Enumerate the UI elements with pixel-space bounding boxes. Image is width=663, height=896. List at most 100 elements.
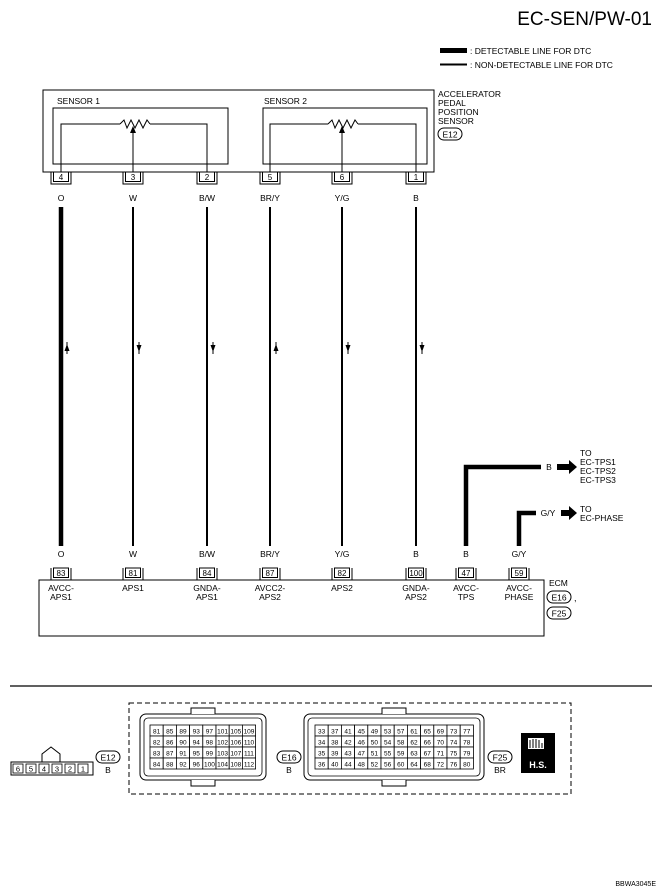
- wire-color-bottom: B/W: [199, 549, 215, 559]
- ecm-pin-84-number: 84: [203, 569, 212, 578]
- f25-pin-number: 68: [424, 762, 432, 769]
- ecm-box: [38, 579, 545, 637]
- ecm-pin-87-number: 87: [266, 569, 275, 578]
- ecm-terminal-label: TPS: [458, 592, 475, 602]
- e12-pin-number: 4: [42, 765, 46, 774]
- ecm-terminal-label: APS1: [196, 592, 218, 602]
- wire-color-bottom: BR/Y: [260, 549, 280, 559]
- destination-label: EC-PHASE: [580, 513, 624, 523]
- f25-pin-number: 40: [331, 762, 339, 769]
- footer-code: BBWA3045E: [615, 881, 656, 888]
- sensor-outer-box: [42, 89, 435, 173]
- sensor-name-line-1: ACCELERATOR: [438, 89, 501, 99]
- sensor1-left-lead: [60, 123, 120, 176]
- f25-pin-number: 33: [318, 729, 326, 736]
- e12-pin-cell: [25, 763, 37, 774]
- sensor-name-line-4: SENSOR: [438, 116, 474, 126]
- e12-pin-cell: [38, 763, 50, 774]
- f25-pin-number: 66: [424, 740, 432, 747]
- wire-color-bottom: Y/G: [335, 549, 350, 559]
- hand-icon: [528, 738, 544, 749]
- e12-color: B: [105, 765, 111, 775]
- e16-pin-number: 90: [179, 740, 187, 747]
- wire-color-bottom: O: [58, 549, 65, 559]
- f25-pin-number: 46: [358, 740, 366, 747]
- wire-line: [516, 510, 536, 546]
- ecm-terminal-label: GNDA-: [402, 583, 430, 593]
- ecm-terminal-label: APS1: [122, 583, 144, 593]
- sensor-pin-4: 4: [50, 171, 72, 185]
- harness-side-text: H.S.: [529, 760, 547, 770]
- e12-pin-number: 2: [68, 765, 72, 774]
- harness-side-badge: H.S.: [521, 733, 555, 773]
- wire-color-route: G/Y: [541, 508, 556, 518]
- sensor2-left-lead: [269, 123, 328, 176]
- e16-pin-number: 92: [179, 762, 187, 769]
- f25-pin-number: 36: [318, 762, 326, 769]
- e12-pin-cell: [77, 763, 89, 774]
- f25-pin-number: 76: [450, 762, 458, 769]
- f25-pin-number: 38: [331, 740, 339, 747]
- f25-pin-number: 61: [410, 729, 418, 736]
- f25-pin-number: 75: [450, 751, 458, 758]
- ecm-terminal-label: APS2: [405, 592, 427, 602]
- e16-latch-top: [190, 707, 216, 714]
- wire-color-top: B/W: [199, 193, 215, 203]
- e16-pin-number: 109: [244, 729, 255, 736]
- e16-pin-number: 110: [244, 740, 255, 747]
- e16-pin-number: 94: [193, 740, 201, 747]
- e16-pin-number: 101: [217, 729, 228, 736]
- f25-pin-number: 62: [410, 740, 418, 747]
- f25-pin-number: 50: [371, 740, 379, 747]
- accelerator-pedal-position-sensor: SENSOR 1 SENSOR 2 ACCELERATOR PEDAL POSI…: [42, 89, 501, 176]
- legend-nondetectable-text: : NON-DETECTABLE LINE FOR DTC: [470, 60, 613, 70]
- ecm-terminal-label: AVCC-: [453, 583, 479, 593]
- e12-pin-number: 1: [81, 765, 85, 774]
- sensor-connector-code: E12: [442, 130, 457, 140]
- e16-pin-number: 108: [230, 762, 241, 769]
- signal-direction-arrow: [136, 345, 142, 352]
- signal-direction-arrow: [419, 345, 425, 352]
- wire-color-top: BR/Y: [260, 193, 280, 203]
- sensor1-box: [52, 107, 229, 165]
- f25-pin-number: 73: [450, 729, 458, 736]
- f25-pin-number: 71: [437, 751, 445, 758]
- e16-pin-number: 107: [230, 751, 241, 758]
- f25-pin-number: 47: [358, 751, 366, 758]
- ecm-pin-82-number: 82: [338, 569, 347, 578]
- e12-code: E12: [100, 753, 115, 763]
- e16-pin-number: 112: [244, 762, 255, 769]
- f25-pin-number: 39: [331, 751, 339, 758]
- e12-pin-number: 5: [29, 765, 33, 774]
- f25-pin-number: 78: [463, 740, 471, 747]
- f25-color: BR: [494, 765, 506, 775]
- e16-pin-number: 97: [206, 729, 214, 736]
- f25-pin-number: 43: [344, 751, 352, 758]
- destination-label: EC-TPS1: [580, 457, 616, 467]
- wire-color-top: B: [413, 193, 419, 203]
- ecm-pin-87: 87: [259, 567, 281, 581]
- f25-latch-bottom: [381, 780, 407, 787]
- ecm-pin-47: 47: [455, 567, 477, 581]
- e16-pin-number: 89: [179, 729, 187, 736]
- ecm-connector-code-e16: E16: [551, 593, 566, 603]
- f25-pin-number: 48: [358, 762, 366, 769]
- e16-pin-number: 102: [217, 740, 228, 747]
- e16-color: B: [286, 765, 292, 775]
- sensor-pin-3: 3: [122, 171, 144, 185]
- sensor2-wiper-arrow: [339, 126, 345, 133]
- legend-nondetectable-swatch: [440, 63, 467, 66]
- e16-pin-number: 95: [193, 751, 201, 758]
- f25-pin-number: 49: [371, 729, 379, 736]
- e16-pin-number: 105: [230, 729, 241, 736]
- signal-direction-arrow: [345, 345, 351, 352]
- e16-pin-number: 83: [153, 751, 161, 758]
- f25-pin-number: 65: [424, 729, 432, 736]
- destination-arrow-icon: [561, 506, 577, 520]
- sensor-pin-5-number: 5: [268, 173, 273, 182]
- ecm-terminal-label: PHASE: [505, 592, 534, 602]
